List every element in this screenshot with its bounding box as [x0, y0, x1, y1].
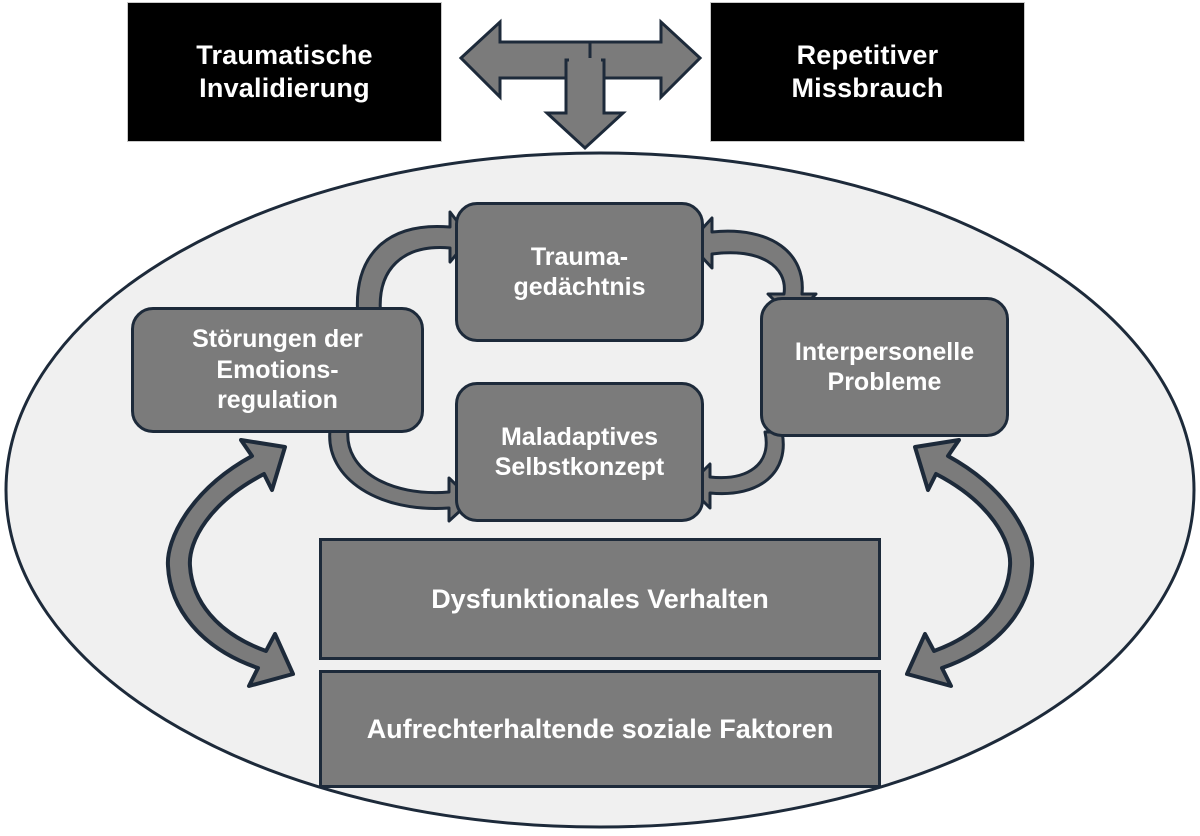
box-dysfunktionales-verhalten[interactable]: Dysfunktionales Verhalten [319, 538, 881, 660]
arrow-emotionsregulation-maladaptives [328, 412, 474, 523]
box-interpersonelle-probleme[interactable]: Interpersonelle Probleme [760, 297, 1009, 437]
box-stoerungen-der-emotionsregulation[interactable]: Störungen der Emotions- regulation [131, 307, 424, 433]
box-traumatische-invalidierung[interactable]: Traumatische Invalidierung [127, 2, 442, 142]
box-maladaptives-selbstkonzept[interactable]: Maladaptives Selbstkonzept [455, 382, 704, 522]
arrow-traumagedaechtnis-interpersonelle [687, 216, 818, 320]
box-aufrechterhaltende-soziale-faktoren[interactable]: Aufrechterhaltende soziale Faktoren [319, 670, 881, 788]
arrow-left-large-bidirectional [165, 438, 295, 688]
box-repetitiver-missbrauch[interactable]: Repetitiver Missbrauch [710, 2, 1025, 142]
arrow-right-large-bidirectional [905, 438, 1035, 688]
arrow-maladaptives-interpersonelle [686, 414, 794, 510]
top-down-arrow [543, 58, 627, 151]
box-traumagedaechtnis[interactable]: Trauma- gedächtnis [455, 202, 704, 342]
